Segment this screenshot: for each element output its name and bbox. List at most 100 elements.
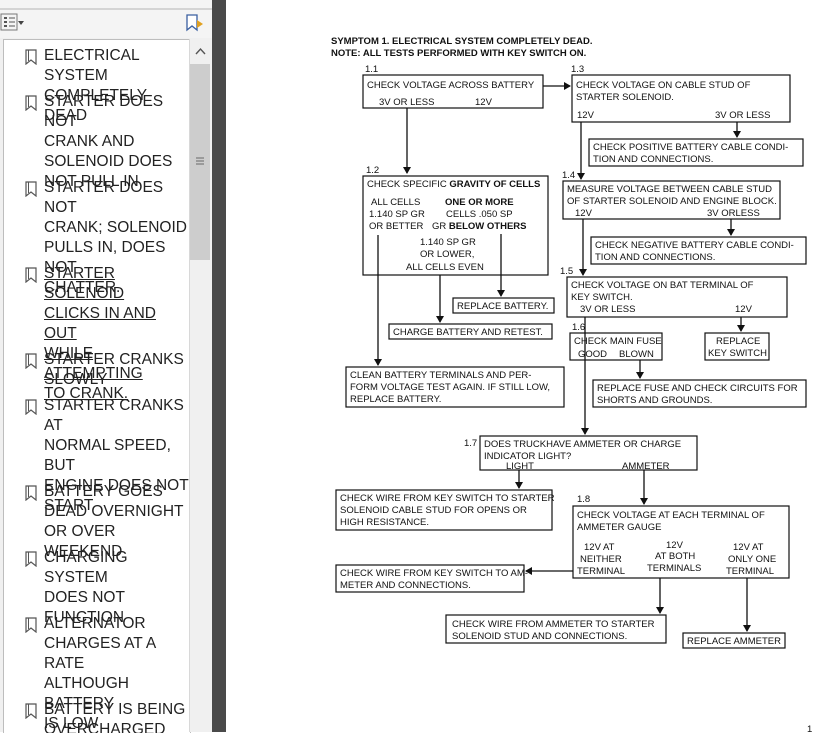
branch-label: OR LOWER,	[420, 249, 474, 260]
scroll-up-button[interactable]	[190, 39, 211, 63]
bookmark-icon	[25, 485, 37, 501]
bookmark-label: BATTERY IS BEING OVERCHARGED	[44, 701, 186, 733]
bookmark-label: STARTER DOES NOT CRANK AND SOLENOID DOES…	[44, 93, 173, 190]
branch-label: GR BELOW OTHERS	[432, 221, 526, 232]
branch-label: 12V AT	[733, 542, 764, 553]
branch-label: TERMINAL	[577, 566, 625, 577]
chevron-down-icon[interactable]	[18, 21, 24, 25]
bookmark-icon	[25, 353, 37, 369]
branch-label: GOOD	[578, 349, 607, 360]
note-heading: NOTE: ALL TESTS PERFORMED WITH KEY SWITC…	[331, 48, 586, 59]
action-text: SOLENOID CABLE STUD FOR OPENS OR	[340, 505, 527, 516]
branch-label: AMMETER	[622, 461, 670, 472]
wire-key-switch-box	[335, 489, 553, 531]
branch-label: CELLS .050 SP	[446, 209, 513, 220]
troubleshooting-flowchart: SYMPTOM 1. ELECTRICAL SYSTEM COMPLETELY …	[331, 36, 812, 732]
action-text: CHECK WIRE FROM AMMETER TO STARTER	[452, 619, 655, 630]
step-1-4-box	[562, 180, 781, 220]
branch-label: 12V	[575, 208, 593, 219]
action-text: REPLACE	[716, 336, 760, 347]
bookmark-label: ELECTRICAL SYSTEM COMPLETELY DEAD	[44, 47, 147, 124]
step-1-1-box	[362, 74, 544, 109]
branch-label: ONE OR MORE	[445, 197, 514, 208]
bookmark-icon	[25, 95, 37, 111]
step-text: CHECK SPECIFIC GRAVITY OF CELLS	[367, 179, 540, 190]
branch-label: 12V AT	[584, 542, 615, 553]
replace-key-switch-box	[704, 332, 770, 361]
bookmark-label: BATTERY GOES DEAD OVERNIGHT OR OVER WEEK…	[44, 483, 184, 560]
step-text: MEASURE VOLTAGE BETWEEN CABLE STUD	[567, 184, 772, 195]
action-text: SHORTS AND GROUNDS.	[597, 395, 712, 406]
panel-splitter[interactable]	[212, 0, 226, 732]
grip-icon	[196, 157, 204, 165]
step-text: OF STARTER SOLENOID AND ENGINE BLOCK.	[567, 196, 777, 207]
replace-fuse-box	[592, 379, 807, 408]
step-number: 1.1	[365, 64, 378, 75]
action-text: FORM VOLTAGE TEST AGAIN. IF STILL LOW,	[350, 382, 550, 393]
action-text: REPLACE FUSE AND CHECK CIRCUITS FOR	[597, 383, 798, 394]
wire-starter-box	[445, 614, 667, 644]
bookmark-label: STARTER CRANKS SLOWLY	[44, 351, 184, 388]
action-text: REPLACE AMMETER	[687, 636, 781, 647]
flow-connectors	[374, 82, 751, 632]
step-text: CHECK VOLTAGE AT EACH TERMINAL OF	[577, 510, 765, 521]
branch-label: 12V	[735, 304, 753, 315]
step-number: 1.8	[577, 494, 590, 505]
branch-label: AT BOTH	[655, 551, 695, 562]
document-page: SYMPTOM 1. ELECTRICAL SYSTEM COMPLETELY …	[226, 0, 835, 732]
action-text: CHECK WIRE FROM KEY SWITCH TO AM-	[340, 568, 528, 579]
step-1-8-box	[572, 505, 790, 579]
step-1-7-box	[479, 435, 698, 471]
bookmark-icon	[25, 49, 37, 65]
action-text: CLEAN BATTERY TERMINALS AND PER-	[350, 370, 531, 381]
symptom-heading: SYMPTOM 1. ELECTRICAL SYSTEM COMPLETELY …	[331, 36, 592, 47]
step-number: 1.4	[562, 170, 575, 181]
bookmark-label: CHARGING SYSTEM DOES NOT FUNCTION	[44, 549, 128, 626]
step-text: CHECK VOLTAGE ON CABLE STUD OF	[576, 80, 751, 91]
step-1-6-box	[569, 332, 663, 361]
branch-label: 12V	[577, 110, 595, 121]
branch-label: 1.140 SP GR	[420, 237, 476, 248]
action-text: CHECK POSITIVE BATTERY CABLE CONDI-	[593, 142, 788, 153]
charge-battery-box	[388, 323, 553, 340]
branch-label: OR BETTER	[369, 221, 424, 232]
step-number: 1.6	[572, 322, 585, 333]
bookmark-label: STARTER DOES NOT CRANK; SOLENOID PULLS I…	[44, 179, 187, 296]
bookmarks-panel: ELECTRICAL SYSTEM COMPLETELY DEAD STARTE…	[0, 0, 212, 733]
action-text: HIGH RESISTANCE.	[340, 517, 429, 528]
step-text: DOES TRUCKHAVE AMMETER OR CHARGE	[484, 439, 681, 450]
branch-label: ALL CELLS EVEN	[406, 262, 484, 273]
step-number: 1.3	[571, 64, 584, 75]
action-text: TION AND CONNECTIONS.	[593, 154, 713, 165]
branch-label: ONLY ONE	[728, 554, 776, 565]
bookmark-list: ELECTRICAL SYSTEM COMPLETELY DEAD STARTE…	[3, 39, 191, 733]
branch-label: BLOWN	[619, 349, 654, 360]
branch-label: NEITHER	[580, 554, 622, 565]
bookmark-icon	[25, 399, 37, 415]
replace-ammeter-box	[682, 632, 786, 649]
step-text: CHECK VOLTAGE ACROSS BATTERY	[367, 80, 535, 91]
bookmark-icon	[25, 551, 37, 567]
bookmark-icon	[25, 703, 37, 719]
bookmark-icon	[25, 267, 37, 283]
bookmark-options-icon[interactable]	[0, 13, 18, 31]
branch-label: TERMINAL	[726, 566, 774, 577]
action-text: TION AND CONNECTIONS.	[595, 252, 715, 263]
action-text: KEY SWITCH	[708, 348, 767, 359]
expand-bookmark-icon[interactable]	[186, 14, 203, 32]
branch-label: 3V OR LESS	[379, 97, 434, 108]
step-text: STARTER SOLENOID.	[576, 92, 674, 103]
replace-battery-box	[452, 297, 555, 314]
step-text: KEY SWITCH.	[571, 292, 633, 303]
positive-cable-box	[588, 138, 804, 167]
bookmark-label: STARTER SOLENOID CLICKS IN AND OUT WHILE…	[44, 265, 156, 402]
step-number: 1.7	[464, 438, 477, 449]
bookmark-icon	[25, 617, 37, 633]
step-1-5-box	[566, 276, 788, 318]
step-number: 1.2	[366, 165, 379, 176]
bookmark-icon	[25, 181, 37, 197]
scrollbar-thumb[interactable]	[190, 64, 210, 260]
action-text: CHECK WIRE FROM KEY SWITCH TO STARTER	[340, 493, 555, 504]
branch-label: TERMINALS	[647, 563, 701, 574]
page-number-mark: 1	[807, 724, 812, 732]
